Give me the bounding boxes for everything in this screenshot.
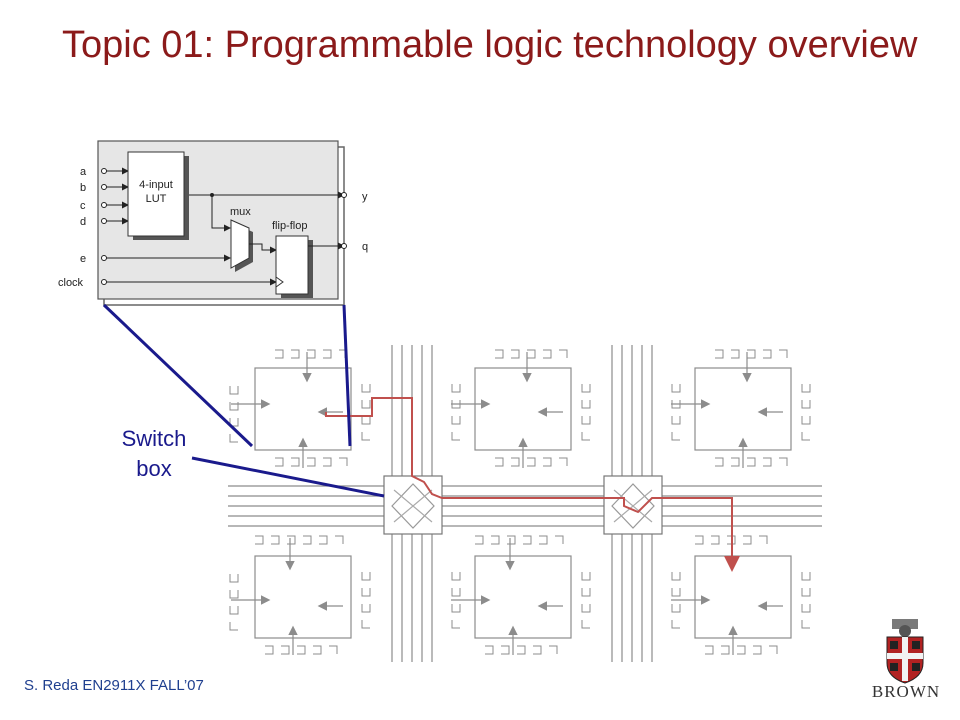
highlighted-route [325, 397, 740, 572]
routing-fabric [228, 345, 822, 662]
flipflop-label: flip-flop [272, 220, 307, 232]
switch-box-right [603, 475, 663, 535]
input-label-b: b [80, 182, 86, 194]
lut-block [127, 151, 185, 237]
output-label-q: q [362, 241, 368, 253]
lut-label-line2: LUT [146, 193, 167, 205]
switch-box-callout-line2: box [136, 456, 172, 481]
clb-input-pins [101, 168, 107, 285]
switch-box-callout-line1: Switch [121, 426, 187, 451]
slide-footer: S. Reda EN2911X FALL’07 [24, 677, 204, 694]
output-label-y: y [362, 191, 368, 203]
connection-boxes [229, 349, 811, 655]
flipflop-clock-notch [275, 276, 284, 288]
clb-input-wires [104, 167, 277, 286]
logic-block-pins [231, 352, 783, 655]
input-label-d: d [80, 216, 86, 228]
mux-block [230, 219, 250, 269]
output-pin-y [341, 192, 347, 198]
input-label-a: a [80, 166, 87, 178]
switch-box-left [383, 475, 443, 535]
input-label-e: e [80, 253, 86, 265]
input-label-c: c [80, 200, 86, 212]
clb-input-labels: a b c d e clock [58, 166, 87, 289]
clb-detail: a b c d e clock 4-input LUT mux flip-flo… [58, 140, 368, 306]
mux-label: mux [230, 206, 251, 218]
lut-output-wires [189, 191, 345, 232]
lut-label-line1: 4-input [139, 179, 173, 191]
output-pin-q [341, 243, 347, 249]
switch-box-callout: Switch box [106, 424, 202, 484]
university-shield-logo [886, 619, 924, 684]
slide-title: Topic 01: Programmable logic technology … [62, 24, 918, 66]
lut-junction [210, 193, 214, 197]
university-name: BROWN [871, 682, 941, 701]
input-label-clock: clock [58, 277, 84, 289]
logic-block-grid [254, 367, 792, 639]
callout-lines [102, 303, 385, 498]
mux-output-wire [249, 243, 277, 254]
flipflop-block [275, 235, 309, 295]
